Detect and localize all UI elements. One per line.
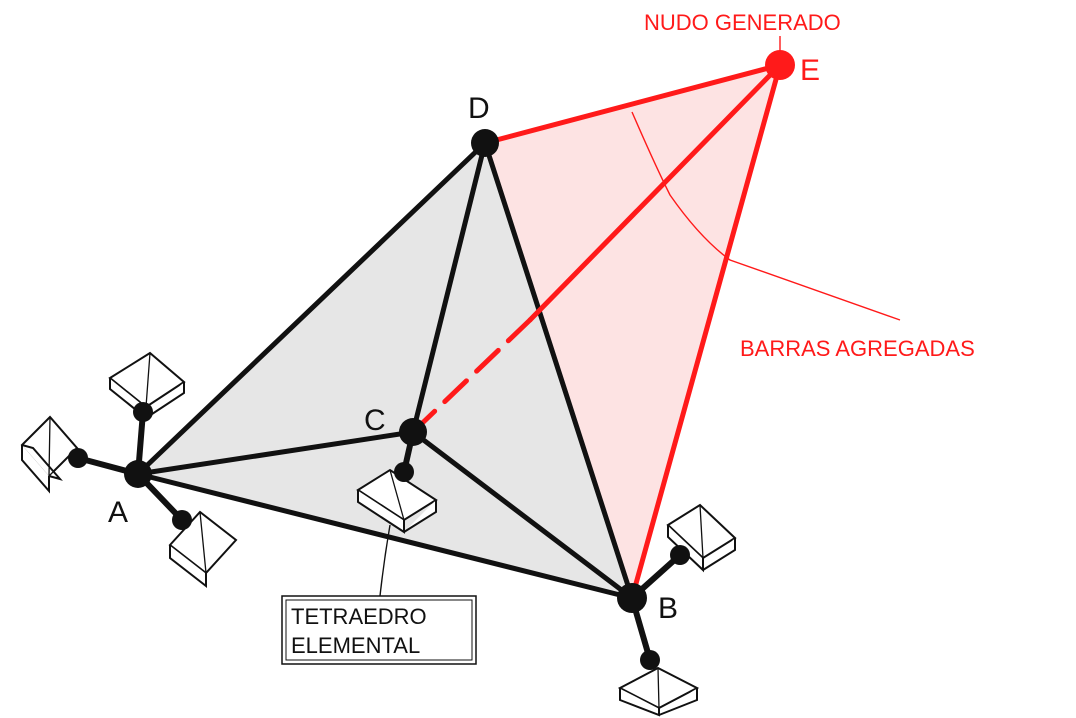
bar-ac bbox=[135, 429, 416, 477]
generated-node-label: NUDO GENERADO bbox=[644, 10, 841, 35]
tetrahedron-fill bbox=[138, 143, 632, 598]
bar-db bbox=[482, 140, 635, 601]
leader-lines bbox=[379, 36, 901, 597]
node-label-a: A bbox=[108, 496, 128, 529]
added-bars-label: BARRAS AGREGADAS bbox=[740, 336, 975, 361]
node-label-e: E bbox=[800, 54, 820, 87]
bar-ce-hidden bbox=[410, 317, 533, 435]
support-joint bbox=[640, 650, 660, 670]
node-a bbox=[124, 460, 152, 488]
support-a-left bbox=[20, 415, 79, 494]
bar-be bbox=[629, 62, 783, 601]
support-b-right bbox=[666, 503, 737, 573]
tetrahedron-bars bbox=[135, 140, 635, 601]
tetrahedron-label-box: TETRAEDRO ELEMENTAL bbox=[281, 595, 477, 665]
tetrahedron-label-line2: ELEMENTAL bbox=[291, 633, 420, 658]
added-bars bbox=[410, 62, 783, 601]
node-d bbox=[471, 129, 499, 157]
bar-cb bbox=[410, 429, 635, 601]
node-e bbox=[765, 50, 795, 80]
node-label-b: B bbox=[658, 592, 678, 625]
support-joint bbox=[68, 448, 88, 468]
support-joint bbox=[133, 402, 153, 422]
bar-ab bbox=[135, 471, 635, 601]
tetrahedron-label-line1: TETRAEDRO bbox=[291, 604, 427, 629]
support-joint bbox=[172, 510, 192, 530]
bar-ce bbox=[527, 62, 783, 323]
node-b bbox=[617, 583, 647, 613]
support-joint bbox=[670, 545, 690, 565]
support-joint bbox=[394, 462, 414, 482]
leader-tetrahedron bbox=[379, 524, 391, 597]
nodes bbox=[68, 50, 795, 670]
bar-de bbox=[482, 62, 783, 146]
added-face-fill bbox=[485, 65, 780, 598]
support-b-bottom bbox=[617, 666, 700, 717]
bar-cd bbox=[410, 140, 488, 435]
support-c bbox=[356, 468, 438, 534]
leader-added-bars bbox=[631, 111, 901, 321]
node-label-d: D bbox=[468, 92, 490, 125]
node-c bbox=[399, 418, 427, 446]
node-label-c: C bbox=[364, 404, 386, 437]
bar-ad bbox=[135, 140, 488, 477]
